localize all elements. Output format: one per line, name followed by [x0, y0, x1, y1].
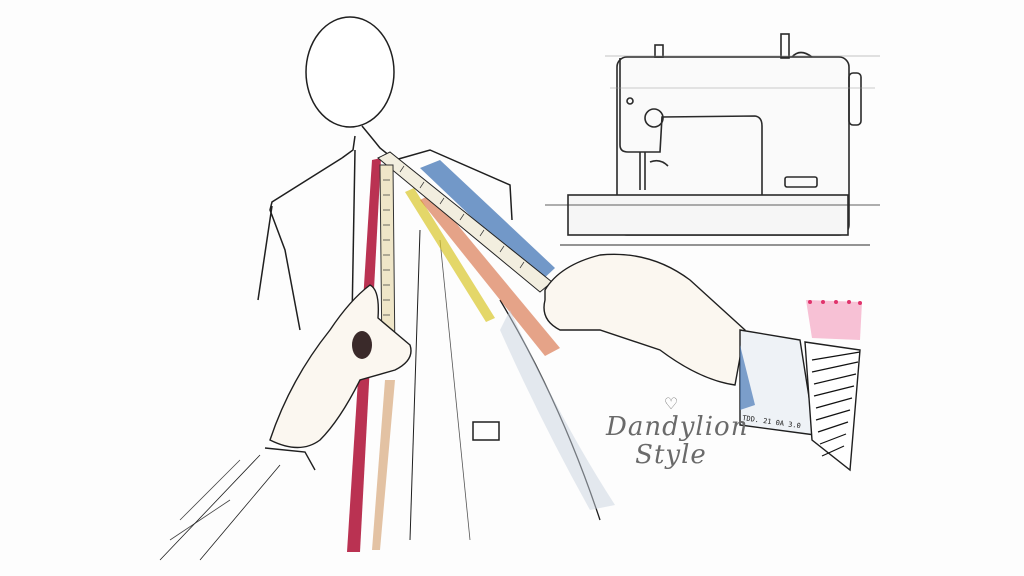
brand-name-line1: Dandylion — [606, 412, 749, 442]
brand-name-line2: Style — [635, 440, 707, 470]
brand-logo: ♡ Dandylion Style — [606, 394, 749, 470]
measuring-tape — [377, 151, 553, 361]
sewing-machine-sketch — [545, 33, 880, 246]
pink-fabric-swatch — [806, 300, 862, 340]
left-hand-sketch — [159, 284, 412, 561]
right-hand-sketch: TDD. 21 0A 3.0 — [543, 253, 861, 472]
heart-icon: ♡ — [663, 394, 679, 413]
